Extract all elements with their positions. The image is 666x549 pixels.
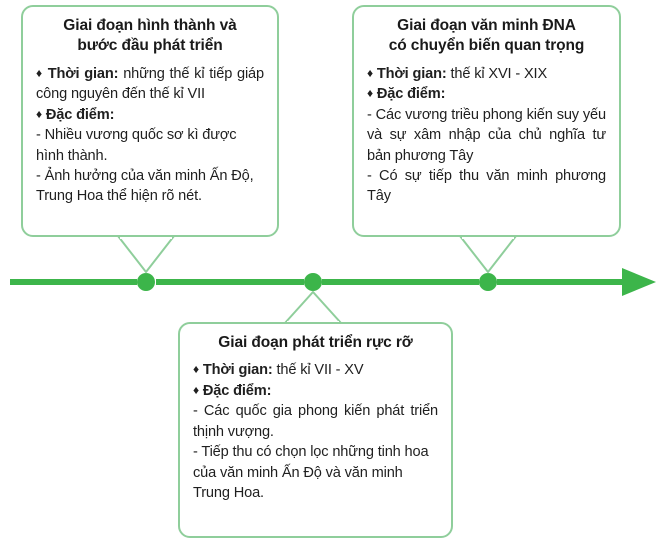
connector-tail-3 bbox=[284, 290, 342, 324]
callout-item-dash: - Các vương triều phong kiến suy yếu và … bbox=[367, 106, 606, 164]
callout-body: ♦ Thời gian: thế kỉ VII - XV ♦ Đặc điểm:… bbox=[193, 360, 438, 503]
callout-item-features-header: ♦ Đặc điểm: bbox=[36, 105, 264, 125]
callout-item-time: ♦ Thời gian: thế kỉ XVI - XIX bbox=[367, 64, 606, 84]
timeline-node-1 bbox=[137, 273, 155, 291]
item-text: thế kỉ XVI - XIX bbox=[446, 65, 548, 82]
diamond-bullet-icon: ♦ bbox=[36, 106, 42, 121]
callout-item-dash: - Các quốc gia phong kiến phát triển thị… bbox=[193, 403, 438, 440]
callout-item-time: ♦ Thời gian: thế kỉ VII - XV bbox=[193, 360, 438, 380]
item-label: Thời gian: bbox=[202, 362, 273, 379]
callout-body: ♦ Thời gian: thế kỉ XVI - XIX ♦ Đặc điểm… bbox=[367, 64, 606, 207]
item-text: thế kỉ VII - XV bbox=[272, 362, 364, 379]
connector-tail-2 bbox=[459, 235, 517, 274]
callout-item-features-header: ♦ Đặc điểm: bbox=[367, 84, 606, 104]
callout-item-dash: - Có sự tiếp thu văn minh phương Tây bbox=[367, 168, 606, 205]
connector-tail-1 bbox=[117, 235, 175, 274]
callout-item-time: ♦ Thời gian: những thế kỉ tiếp giáp công… bbox=[36, 64, 264, 105]
diamond-bullet-icon: ♦ bbox=[193, 382, 199, 397]
callout-item-dash: - Ảnh hưởng của văn minh Ấn Độ, Trung Ho… bbox=[36, 168, 254, 205]
callout-title-line: Giai đoạn văn minh ĐNA bbox=[397, 17, 576, 34]
item-label: Thời gian: bbox=[376, 65, 447, 82]
callout-item-dash: - Tiếp thu có chọn lọc những tinh hoa củ… bbox=[193, 444, 429, 501]
callout-title-line: bước đầu phát triển bbox=[77, 37, 223, 55]
diamond-bullet-icon: ♦ bbox=[367, 65, 373, 80]
item-label: Thời gian: bbox=[47, 65, 119, 82]
diamond-bullet-icon: ♦ bbox=[367, 86, 373, 101]
callout-title-line: Giai đoạn hình thành và bbox=[63, 17, 237, 34]
item-label: Đặc điểm: bbox=[202, 382, 272, 399]
item-text: những thế kỉ tiếp giáp công nguyên đến t… bbox=[36, 65, 264, 103]
diamond-bullet-icon: ♦ bbox=[36, 65, 43, 80]
callout-box-formation: Giai đoạn hình thành và bước đầu phát tr… bbox=[21, 5, 279, 237]
arrow-right-icon bbox=[622, 268, 656, 296]
callout-item-features-header: ♦ Đặc điểm: bbox=[193, 381, 438, 401]
callout-box-transition: Giai đoạn văn minh ĐNA có chuyển biến qu… bbox=[352, 5, 621, 237]
callout-title: Giai đoạn phát triển rực rỡ bbox=[193, 333, 438, 353]
item-label: Đặc điểm: bbox=[45, 106, 115, 123]
callout-title: Giai đoạn văn minh ĐNA có chuyển biến qu… bbox=[367, 16, 606, 57]
callout-title-line: có chuyển biến quan trọng bbox=[388, 37, 585, 55]
callout-box-flourishing: Giai đoạn phát triển rực rỡ ♦ Thời gian:… bbox=[178, 322, 453, 538]
callout-item-dash: - Nhiều vương quốc sơ kì được hình thành… bbox=[36, 127, 237, 164]
timeline-node-3 bbox=[479, 273, 497, 291]
timeline-node-2 bbox=[304, 273, 322, 291]
diamond-bullet-icon: ♦ bbox=[193, 362, 199, 377]
item-label: Đặc điểm: bbox=[376, 86, 446, 103]
callout-title-line: Giai đoạn phát triển rực rỡ bbox=[218, 334, 413, 351]
callout-body: ♦ Thời gian: những thế kỉ tiếp giáp công… bbox=[36, 64, 264, 207]
callout-title: Giai đoạn hình thành và bước đầu phát tr… bbox=[36, 16, 264, 57]
